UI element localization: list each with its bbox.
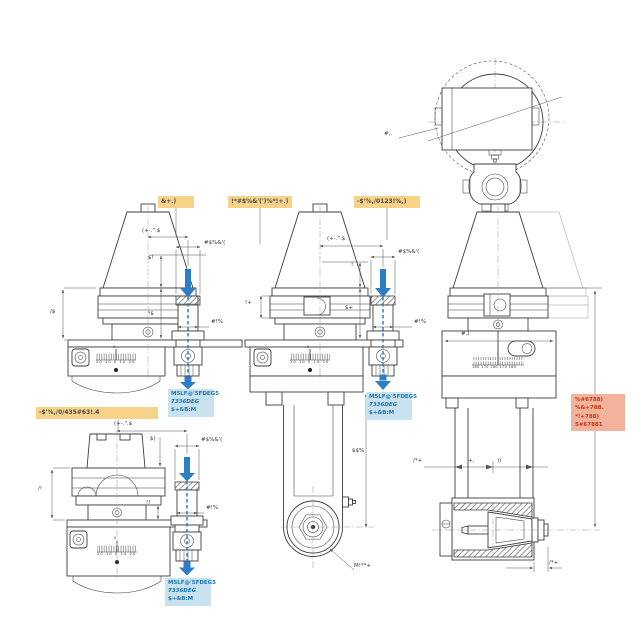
spec-line-1: M5LF@'5FDEG5 — [369, 394, 417, 400]
dim-gauge-offset-d: (+-.".$ — [114, 421, 133, 427]
note-line-2: %&+788. — [575, 405, 604, 412]
view-side — [432, 203, 600, 561]
view-side-dims — [386, 208, 602, 572]
dim-height-d: /! — [38, 486, 43, 492]
vernier-zero-a: 0 — [113, 345, 116, 349]
spec-line-1: M5LF@'5FDEG5 — [171, 391, 219, 397]
spec-box-a: M5LF@'5FDEG5 7336DEG $+&B:M — [168, 389, 219, 417]
dim-thread-b: M!**+ — [354, 563, 372, 569]
spec-line-3: $+&B:M — [171, 406, 197, 413]
note-line-4: 5#67881 — [575, 421, 603, 428]
spec-line-2: 7336DEG — [168, 587, 197, 594]
spec-line-2: 7336DEG — [171, 398, 200, 405]
dim-height-a: /$ — [50, 309, 56, 315]
dim-gauge-offset-a: (+-.".$ — [142, 228, 161, 234]
top-view — [398, 58, 566, 214]
view-front-extended — [244, 203, 404, 568]
spec-box-b: M5LF@'5FDEG5 7336DEG $+&B:M — [366, 392, 417, 420]
spec-box-d: M5LF@'5FDEG5 7336DEG $+&B:M — [165, 578, 216, 606]
dim-neck-d: !! — [146, 500, 151, 506]
dim-top-note: #,. — [384, 131, 393, 137]
dim-cart-width-a: #$%&'( — [204, 240, 226, 246]
dim-offset-left-c: /*+ — [413, 458, 423, 464]
dim-cart-dia-d: #!% — [206, 505, 219, 511]
dim-gauge-offset-b: (+-.".$ — [327, 236, 346, 242]
spec-line-3: $+&B:M — [168, 595, 194, 602]
spec-line-2: 7336DEG — [369, 401, 398, 408]
dim-neck-a: !$ — [148, 311, 154, 317]
dim-arm-length-b: $$% — [352, 448, 365, 454]
model-badge-b: !*#$%&'(')%*!+.) — [228, 196, 292, 208]
dim-cart-dia-a: #!% — [211, 319, 224, 325]
dim-flange-b: !+ — [245, 300, 252, 306]
vernier-zero-d: 0 — [114, 536, 117, 540]
view-front-hsk — [66, 430, 208, 594]
vernier-scale-c: 160 170 180 170 160 — [472, 365, 517, 369]
model-badge-d: -$'%,/0/435#63!.4 — [36, 407, 158, 419]
dim-cart-dia-b: #!% — [414, 319, 427, 325]
note-line-1: %#6788) — [575, 397, 603, 403]
vernier-scale-a: 20 10 0 10 20 — [96, 360, 136, 364]
view-front-hsk-dims — [50, 420, 204, 521]
dim-cart-width-d: #$%&'( — [201, 437, 223, 443]
vernier-scale-b: 20 10 0 10 20 — [290, 360, 330, 364]
dim-cart-width-b: #$%&'( — [398, 249, 420, 255]
note-box: %#6788) %&+788. *!+788) 5#67881 — [571, 394, 625, 431]
spec-line-3: $+&B:M — [369, 409, 395, 416]
dim-offset-right-c: )) — [497, 458, 502, 464]
view-front-basic-dims — [61, 208, 209, 341]
model-badge-a: &+.) — [158, 196, 194, 208]
vernier-scale-d: 20 10 0 10 20 — [97, 552, 137, 556]
dim-len-b: ! — [351, 262, 354, 268]
dim-offset-mid-c: +, — [468, 458, 475, 464]
dim-body-width-c: #,) — [461, 331, 470, 337]
dim-gauge-a: $! — [148, 255, 154, 261]
dim-gauge-d: $) — [150, 436, 156, 442]
dim-stick-b: $+ — [345, 305, 354, 311]
dim-nose-c: /*+ — [549, 560, 559, 566]
spec-line-1: M5LF@'5FDEG5 — [168, 580, 216, 586]
model-badge-c: -$'%,/0123!%,) — [354, 196, 420, 208]
note-line-3: *!+788) — [575, 413, 599, 420]
view-front-basic — [67, 203, 243, 394]
vernier-zero-b: 0 — [307, 345, 310, 349]
